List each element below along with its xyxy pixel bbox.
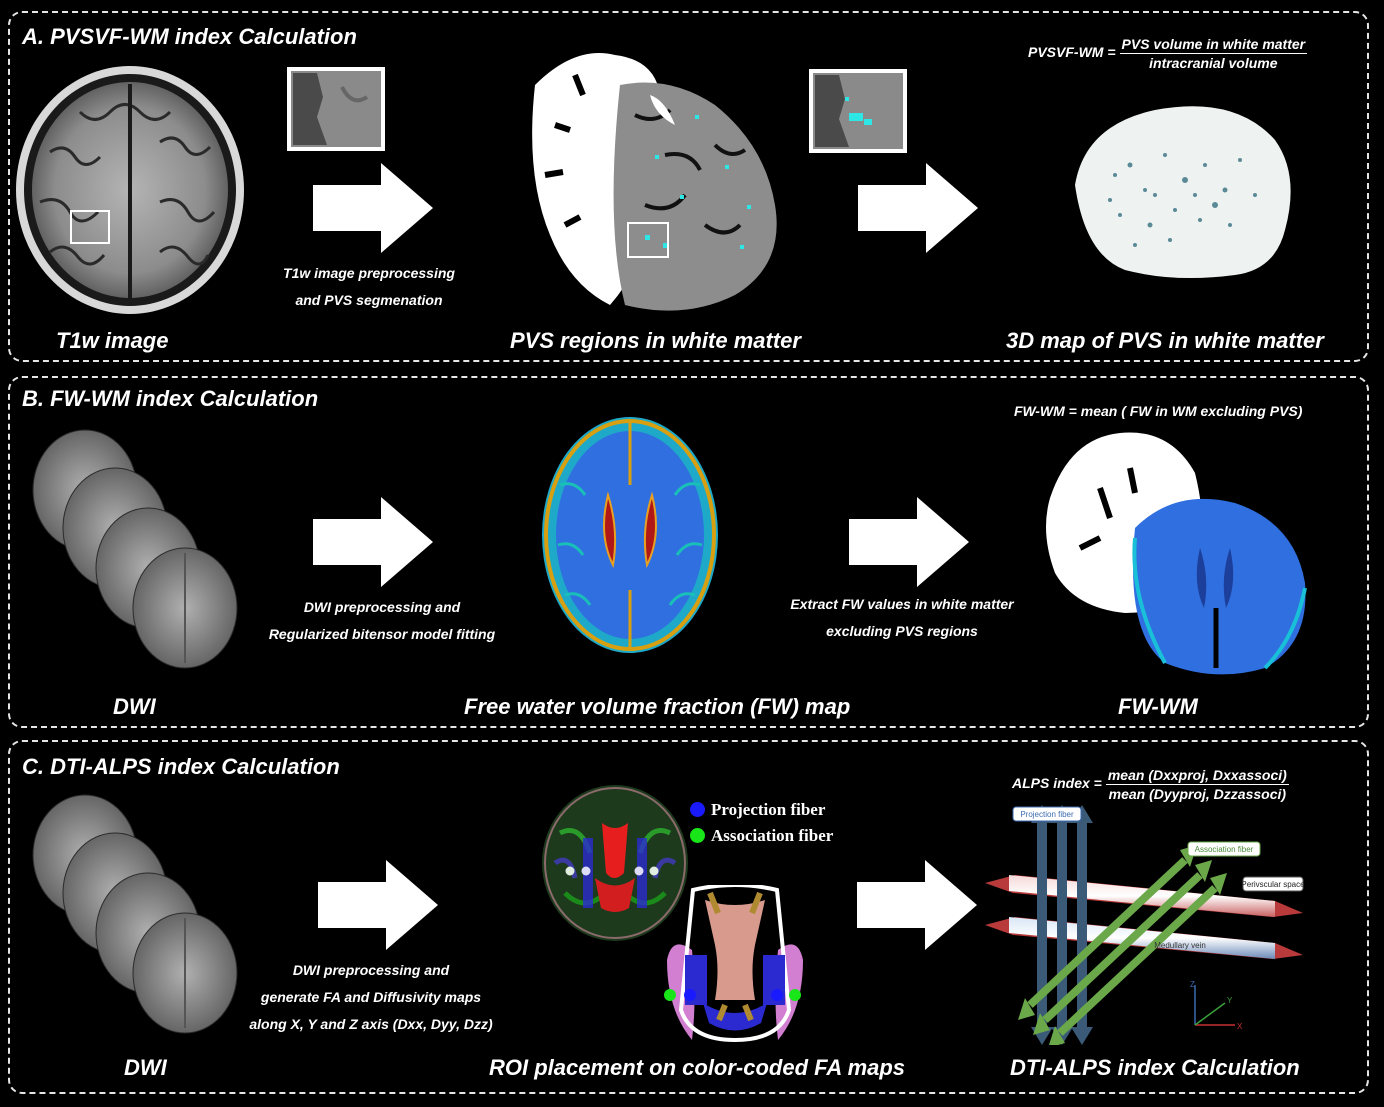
- caption-fw-wm: FW-WM: [1118, 694, 1198, 719]
- caption-dwi-b: DWI: [113, 694, 156, 719]
- axis-z-label: Z: [1190, 980, 1195, 989]
- panel-b-title: B. FW-WM index Calculation: [22, 386, 319, 411]
- 3d-pvs-map-image: [1075, 106, 1291, 279]
- caption-roi-placement: ROI placement on color-coded FA maps: [489, 1055, 906, 1080]
- alps-schematic-image: Projection fiber Association fiber Periv…: [985, 805, 1305, 1045]
- legend-projection-fiber: Projection fiber: [690, 800, 825, 820]
- caption-dwi-c: DWI: [124, 1055, 167, 1080]
- fw-wm-image: [1046, 432, 1307, 675]
- association-dot-icon: [690, 828, 705, 843]
- axis-x-label: X: [1237, 1022, 1243, 1031]
- arrow-b2: [849, 497, 969, 587]
- perivascular-space-label: Perivscular space: [1241, 880, 1305, 889]
- fw-map-image: [542, 417, 718, 653]
- caption-pvs-regions: PVS regions in white matter: [510, 328, 801, 353]
- panel-a-title: A. PVSVF-WM index Calculation: [22, 24, 357, 49]
- arrow-c2: [857, 860, 977, 950]
- t1w-brain-image: [16, 66, 244, 314]
- panel-b: [8, 376, 1369, 728]
- panel-a: [8, 11, 1369, 362]
- arrow-a1: [313, 163, 433, 253]
- arrow-a2: [858, 163, 978, 253]
- dwi-stack-b-image: [32, 429, 238, 669]
- arrow-c1: [318, 860, 438, 950]
- caption-alps-calculation: DTI-ALPS index Calculation: [1010, 1055, 1300, 1080]
- formula-alps-index: ALPS index =mean (Dxxproj, Dxxassoci)mea…: [1012, 767, 1289, 802]
- pvs-regions-brain-image: [532, 53, 777, 311]
- association-fiber-label: Association fiber: [1195, 845, 1254, 854]
- zoom-inset-pvs: [809, 69, 907, 153]
- dwi-stack-c-image: [32, 794, 238, 1034]
- medullary-vein-label: Medullary vein: [1154, 941, 1206, 950]
- axis-y-label: Y: [1227, 996, 1233, 1005]
- caption-t1w-image: T1w image: [56, 328, 169, 353]
- projection-dot-icon: [690, 802, 705, 817]
- caption-3d-map: 3D map of PVS in white matter: [1006, 328, 1324, 353]
- zoom-inset-t1w: [287, 67, 385, 151]
- panel-c: [8, 740, 1369, 1094]
- caption-fw-map: Free water volume fraction (FW) map: [464, 694, 851, 719]
- legend-association-fiber: Association fiber: [690, 826, 833, 846]
- formula-fw-wm: FW-WM = mean ( FW in WM excluding PVS): [1014, 403, 1303, 419]
- projection-fiber-label: Projection fiber: [1020, 810, 1074, 819]
- roi-schematic-image: [664, 885, 803, 1043]
- panel-c-title: C. DTI-ALPS index Calculation: [22, 754, 340, 779]
- arrow-b1: [313, 497, 433, 587]
- color-fa-map-image: [542, 785, 688, 941]
